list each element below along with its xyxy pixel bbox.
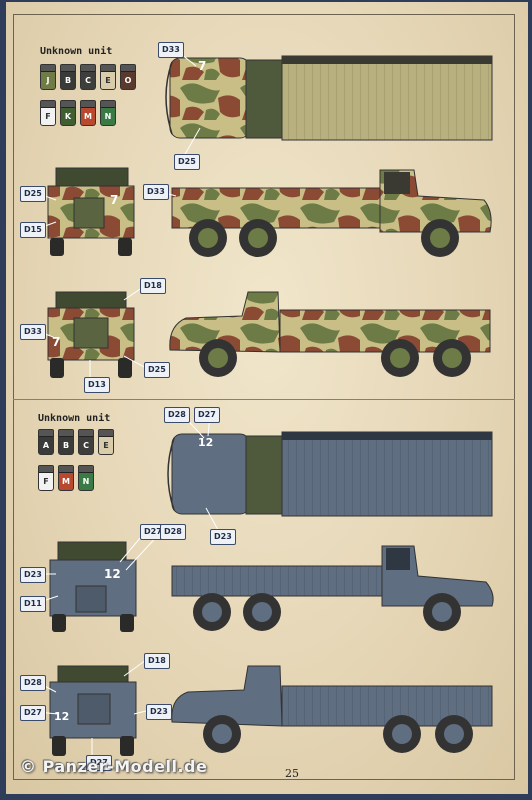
paint-swatch-label: F (43, 477, 49, 486)
paint-swatch: C (80, 64, 96, 90)
decal-callout: D25 (174, 154, 200, 170)
paint-swatch-label: J (46, 76, 50, 85)
grey-truck-side-view-left (171, 665, 493, 753)
paint-swatch-label: B (64, 76, 72, 85)
decal-callout: D27 (194, 407, 220, 423)
paint-swatch: F (40, 100, 56, 126)
decal-callout: D27 (86, 755, 112, 771)
paint-swatch: M (80, 100, 96, 126)
svg-text:7: 7 (110, 193, 118, 207)
svg-text:12: 12 (54, 710, 69, 723)
decal-callout: D28 (164, 407, 190, 423)
page-frame (13, 14, 515, 780)
cab-number-top: 7 (198, 59, 206, 73)
paint-swatch: E (100, 64, 116, 90)
decal-callout: D27 (20, 705, 46, 721)
paint-swatch-label: C (85, 76, 91, 85)
decal-callout: D13 (84, 377, 110, 393)
paint-swatch-label: M (84, 112, 92, 121)
paint-swatch-label: E (103, 441, 109, 450)
grey-truck-side-view-right (171, 545, 494, 631)
paint-swatch-label: M (62, 477, 70, 486)
paint-swatch-label: K (64, 112, 72, 121)
paint-swatch: O (120, 64, 136, 90)
paint-swatch-label: A (42, 441, 50, 450)
camo-truck-rear-view: 7 (47, 291, 135, 378)
decal-callout: D25 (20, 186, 46, 202)
paint-swatch-label: F (45, 112, 51, 121)
watermark: © Panzer-Modell.de (20, 757, 208, 776)
paint-swatch: N (100, 100, 116, 126)
decal-callout: D33 (20, 324, 46, 340)
page-number: 25 (285, 767, 299, 780)
paint-swatch-label: E (105, 76, 111, 85)
paint-swatch: J (40, 64, 56, 90)
decal-callout: D15 (20, 222, 46, 238)
unit-title-2: Unknown unit (38, 413, 111, 424)
paint-swatch-label: O (124, 76, 132, 85)
paint-swatch-label: C (83, 441, 89, 450)
camo-truck-front-view: 7 (47, 167, 135, 256)
paint-swatch: A (38, 429, 54, 455)
decal-callout: D28 (20, 675, 46, 691)
paint-swatch: E (98, 429, 114, 455)
camo-truck-top-view: 7 (165, 55, 493, 141)
decal-callout: D33 (143, 184, 169, 200)
paint-swatch: N (78, 465, 94, 491)
grey-truck-front-view: 12 (49, 541, 137, 632)
decal-callout: D18 (144, 653, 170, 669)
cab-number-grey-top: 12 (198, 436, 213, 449)
paint-swatch: B (58, 429, 74, 455)
decal-callout: D33 (158, 42, 184, 58)
paint-swatch-label: N (104, 112, 112, 121)
paint-swatch: M (58, 465, 74, 491)
decal-callout: D25 (144, 362, 170, 378)
decal-callout: D23 (210, 529, 236, 545)
decal-callout: D23 (146, 704, 172, 720)
decal-callout: D23 (20, 567, 46, 583)
camo-truck-side-view-left (169, 291, 491, 377)
unit-title-1: Unknown unit (40, 46, 113, 57)
paint-swatch: C (78, 429, 94, 455)
paint-swatch-label: N (82, 477, 90, 486)
grey-truck-rear-view: 12 (49, 665, 137, 756)
paint-swatch: B (60, 64, 76, 90)
section-divider (13, 399, 515, 400)
paint-swatch: F (38, 465, 54, 491)
svg-text:7: 7 (52, 335, 60, 349)
decal-callout: D28 (160, 524, 186, 540)
decal-callout: D11 (20, 596, 46, 612)
paint-swatch-label: B (62, 441, 70, 450)
decal-callout: D18 (140, 278, 166, 294)
paint-swatch: K (60, 100, 76, 126)
grey-truck-top-view: 12 (167, 431, 493, 517)
camo-truck-side-view-right (171, 169, 492, 257)
svg-text:12: 12 (104, 567, 121, 581)
